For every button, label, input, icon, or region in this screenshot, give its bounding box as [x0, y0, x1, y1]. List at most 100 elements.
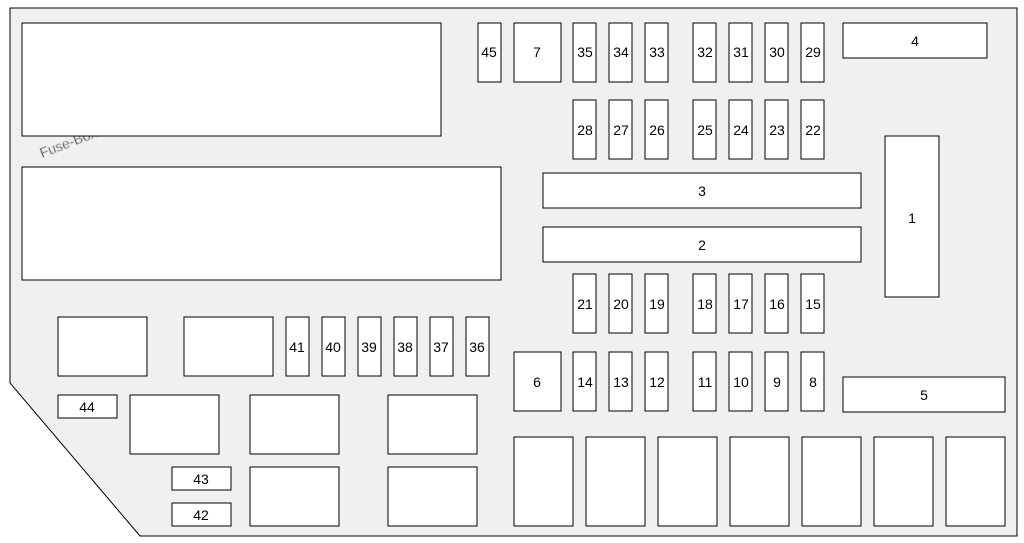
fuse-13-label: 13 — [613, 374, 629, 390]
fuse-15-label: 15 — [805, 296, 821, 312]
fuse-33-label: 33 — [649, 44, 665, 60]
fuse-37: 37 — [429, 316, 454, 377]
fuse-45-label: 45 — [481, 44, 497, 60]
fuse-1: 1 — [884, 135, 940, 298]
relay-blank — [387, 466, 478, 527]
fuse-31: 31 — [728, 22, 753, 83]
fuse-40-label: 40 — [325, 339, 341, 355]
relay-blank — [249, 394, 340, 455]
relay-blank — [585, 436, 646, 527]
fuse-40: 40 — [321, 316, 346, 377]
fuse-14: 14 — [572, 351, 597, 412]
fuse-26: 26 — [644, 99, 669, 160]
fuse-42: 42 — [171, 502, 232, 527]
relay-blank — [57, 316, 148, 377]
fuse-6: 6 — [513, 351, 562, 412]
fuse-43: 43 — [171, 466, 232, 491]
fuse-17-label: 17 — [733, 296, 749, 312]
fuse-24: 24 — [728, 99, 753, 160]
fuse-28-label: 28 — [577, 122, 593, 138]
relay-blank — [801, 436, 862, 527]
fuse-28: 28 — [572, 99, 597, 160]
fuse-13: 13 — [608, 351, 633, 412]
fuse-24-label: 24 — [733, 122, 749, 138]
fuse-34-label: 34 — [613, 44, 629, 60]
fuse-18-label: 18 — [697, 296, 713, 312]
fuse-35: 35 — [572, 22, 597, 83]
fuse-21-label: 21 — [577, 296, 593, 312]
fuse-14-label: 14 — [577, 374, 593, 390]
fuse-11: 11 — [692, 351, 717, 412]
fuse-8-label: 8 — [809, 374, 817, 390]
fuse-32: 32 — [692, 22, 717, 83]
fuse-38-label: 38 — [397, 339, 413, 355]
fuse-16-label: 16 — [769, 296, 785, 312]
relay-blank — [657, 436, 718, 527]
fuse-39-label: 39 — [361, 339, 377, 355]
fuse-19-label: 19 — [649, 296, 665, 312]
fuse-19: 19 — [644, 273, 669, 334]
relay-blank — [873, 436, 934, 527]
blank-block-middle-left — [21, 166, 502, 281]
fuse-45: 45 — [477, 22, 502, 83]
fuse-5-label: 5 — [920, 387, 928, 403]
fuse-18: 18 — [692, 273, 717, 334]
relay-blank — [729, 436, 790, 527]
fuse-22-label: 22 — [805, 122, 821, 138]
fuse-39: 39 — [357, 316, 382, 377]
fuse-5: 5 — [842, 376, 1006, 413]
fuse-25: 25 — [692, 99, 717, 160]
fuse-9-label: 9 — [773, 374, 781, 390]
relay-blank — [183, 316, 274, 377]
fuse-17: 17 — [728, 273, 753, 334]
fuse-10-label: 10 — [733, 374, 749, 390]
fuse-12-label: 12 — [649, 374, 665, 390]
fuse-16: 16 — [764, 273, 789, 334]
fuse-42-label: 42 — [193, 507, 209, 523]
fuse-4-label: 4 — [911, 33, 919, 49]
relay-blank — [249, 466, 340, 527]
fuse-20: 20 — [608, 273, 633, 334]
fuse-26-label: 26 — [649, 122, 665, 138]
fuse-27-label: 27 — [613, 122, 629, 138]
fuse-3: 3 — [542, 172, 862, 209]
fuse-41: 41 — [285, 316, 310, 377]
fuse-3-label: 3 — [698, 183, 706, 199]
fuse-44: 44 — [57, 394, 118, 419]
fuse-23: 23 — [764, 99, 789, 160]
fuse-6-label: 6 — [533, 374, 541, 390]
fuse-44-label: 44 — [79, 399, 95, 415]
fuse-11-label: 11 — [698, 374, 713, 390]
fuse-9: 9 — [764, 351, 789, 412]
fuse-2: 2 — [542, 226, 862, 263]
fuse-8: 8 — [800, 351, 825, 412]
fuse-10: 10 — [728, 351, 753, 412]
relay-blank — [129, 394, 220, 455]
fuse-29-label: 29 — [805, 44, 821, 60]
fuse-22: 22 — [800, 99, 825, 160]
fuse-12: 12 — [644, 351, 669, 412]
fuse-23-label: 23 — [769, 122, 785, 138]
fuse-37-label: 37 — [433, 339, 449, 355]
fuse-32-label: 32 — [697, 44, 713, 60]
fuse-41-label: 41 — [289, 339, 305, 355]
fuse-21: 21 — [572, 273, 597, 334]
relay-blank — [513, 436, 574, 527]
fuse-43-label: 43 — [193, 471, 209, 487]
relay-blank — [387, 394, 478, 455]
blank-block-top-left — [21, 22, 442, 137]
fuse-38: 38 — [393, 316, 418, 377]
fuse-25-label: 25 — [697, 122, 713, 138]
fuse-1-label: 1 — [908, 210, 916, 226]
fuse-4: 4 — [842, 22, 988, 59]
relay-blank — [945, 436, 1006, 527]
fuse-20-label: 20 — [613, 296, 629, 312]
fuse-7: 7 — [513, 22, 562, 83]
fuse-7-label: 7 — [533, 44, 541, 60]
fuse-29: 29 — [800, 22, 825, 83]
fuse-27: 27 — [608, 99, 633, 160]
fuse-30-label: 30 — [769, 44, 785, 60]
fuse-30: 30 — [764, 22, 789, 83]
fuse-2-label: 2 — [698, 237, 706, 253]
